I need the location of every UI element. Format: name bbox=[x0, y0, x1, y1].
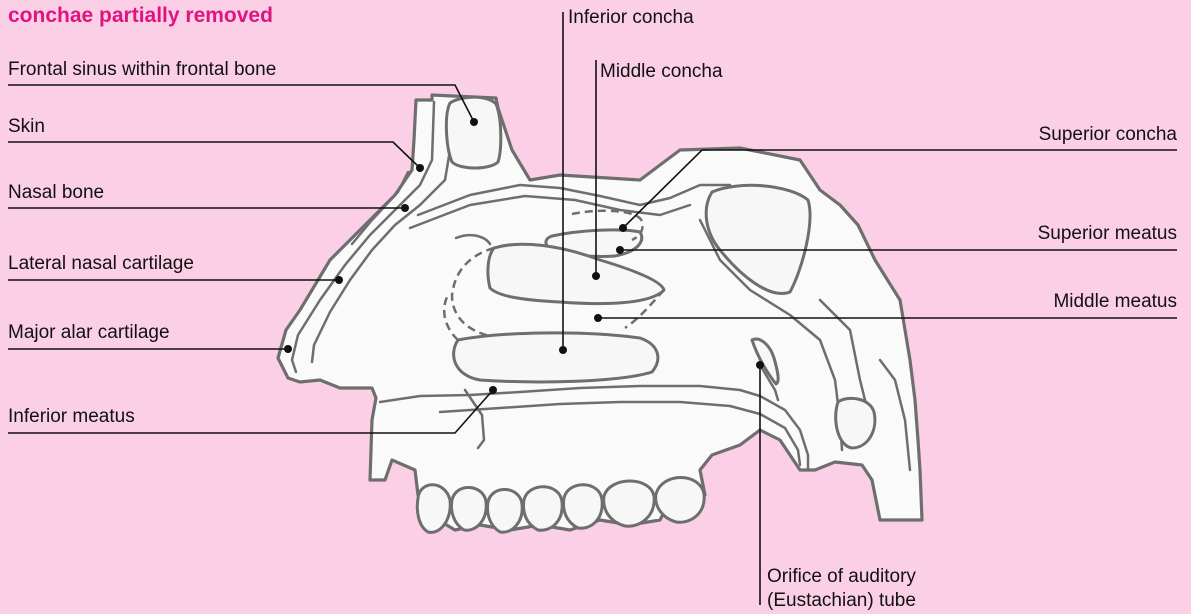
molar-tooth bbox=[604, 481, 654, 526]
canine-tooth bbox=[488, 489, 523, 532]
leader-frontal-sinus bbox=[8, 85, 474, 122]
atlas-bone bbox=[836, 398, 875, 448]
frontal-sinus-shape bbox=[446, 97, 500, 168]
leader-inferior-concha-dot bbox=[559, 346, 567, 354]
leader-middle-concha-dot bbox=[592, 272, 600, 280]
incisor-tooth bbox=[417, 485, 450, 533]
label-nasal-bone: Nasal bone bbox=[8, 182, 104, 204]
premolar-tooth bbox=[564, 485, 603, 529]
leader-frontal-sinus-dot bbox=[470, 118, 478, 126]
label-major-alar-cartilage: Major alar cartilage bbox=[8, 322, 170, 344]
premolar-tooth bbox=[524, 487, 563, 531]
incisor-tooth bbox=[452, 487, 487, 530]
leader-skin-dot bbox=[416, 164, 424, 172]
label-inferior-concha: Inferior concha bbox=[568, 7, 694, 29]
label-middle-meatus: Middle meatus bbox=[1053, 291, 1177, 313]
molar-tooth bbox=[656, 478, 704, 523]
head-outline bbox=[278, 95, 922, 530]
leader-auditory-tube-dot bbox=[756, 361, 764, 369]
label-superior-concha: Superior concha bbox=[1039, 124, 1177, 146]
label-frontal-sinus: Frontal sinus within frontal bone bbox=[8, 59, 276, 81]
inferior-concha-shape bbox=[454, 333, 658, 382]
leader-lateral-nasal-cartilage-dot bbox=[335, 276, 343, 284]
label-auditory-tube-line2: (Eustachian) tube bbox=[767, 590, 916, 612]
head-section-drawing bbox=[278, 95, 922, 532]
label-middle-concha: Middle concha bbox=[600, 61, 723, 83]
leader-major-alar-cartilage-dot bbox=[284, 345, 292, 353]
leader-nasal-bone-dot bbox=[401, 204, 409, 212]
leader-superior-meatus-dot bbox=[616, 246, 624, 254]
label-lateral-nasal-cartilage: Lateral nasal cartilage bbox=[8, 253, 194, 275]
label-auditory-tube-line1: Orifice of auditory bbox=[767, 566, 916, 588]
leader-inferior-meatus-dot bbox=[489, 386, 497, 394]
label-superior-meatus: Superior meatus bbox=[1038, 223, 1177, 245]
leader-superior-concha-dot bbox=[619, 224, 627, 232]
label-inferior-meatus: Inferior meatus bbox=[8, 406, 135, 428]
leader-middle-meatus-dot bbox=[594, 314, 602, 322]
leader-skin bbox=[8, 142, 420, 168]
label-skin: Skin bbox=[8, 116, 45, 138]
